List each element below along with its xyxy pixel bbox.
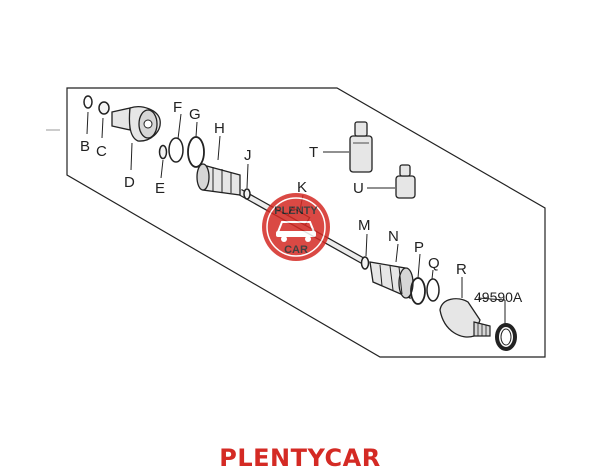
callout-f: F	[173, 99, 182, 116]
callout-k: K	[297, 179, 307, 196]
callout-n: N	[388, 228, 399, 245]
callout-g: G	[189, 106, 201, 123]
outer-joint-r	[439, 298, 491, 338]
ring-c	[98, 101, 110, 115]
callout-h: H	[214, 120, 225, 137]
band-g	[187, 136, 205, 168]
joint-housing-d	[111, 106, 161, 142]
clamp-q	[426, 278, 440, 302]
callout-labels: B C D E F G H J K M N P Q R T U 49590A	[80, 99, 523, 305]
ring-m	[360, 256, 370, 270]
part-number-label: 49590A	[474, 289, 523, 305]
callout-e: E	[155, 180, 165, 197]
boot-n	[369, 261, 414, 300]
callout-u: U	[353, 180, 364, 197]
boot-h	[196, 163, 241, 196]
diagram-frame	[66, 87, 546, 358]
callout-b: B	[80, 138, 90, 155]
callout-d: D	[124, 174, 135, 191]
grease-bottle-t	[349, 121, 373, 173]
watermark-top-text: PLENTY	[274, 205, 318, 217]
callout-r: R	[456, 261, 467, 278]
seal-ring-49590a	[495, 323, 517, 351]
car-icon	[276, 221, 316, 242]
grease-bottle-u	[395, 164, 416, 199]
band-p	[410, 277, 426, 305]
clamp-f	[168, 137, 184, 163]
callout-q: Q	[428, 255, 440, 272]
ring-j	[243, 188, 251, 200]
callout-p: P	[414, 239, 424, 256]
ring-e	[158, 144, 168, 160]
circlip-b	[83, 95, 93, 109]
callout-j: J	[244, 147, 252, 164]
plentycar-logo: PLENTY CAR	[262, 193, 330, 261]
watermark-bottom-text: CAR	[284, 244, 308, 256]
callout-c: C	[96, 143, 107, 160]
callout-t: T	[309, 144, 318, 161]
brand-footer: PLENTYCAR	[219, 444, 381, 472]
callout-m: M	[358, 217, 371, 234]
